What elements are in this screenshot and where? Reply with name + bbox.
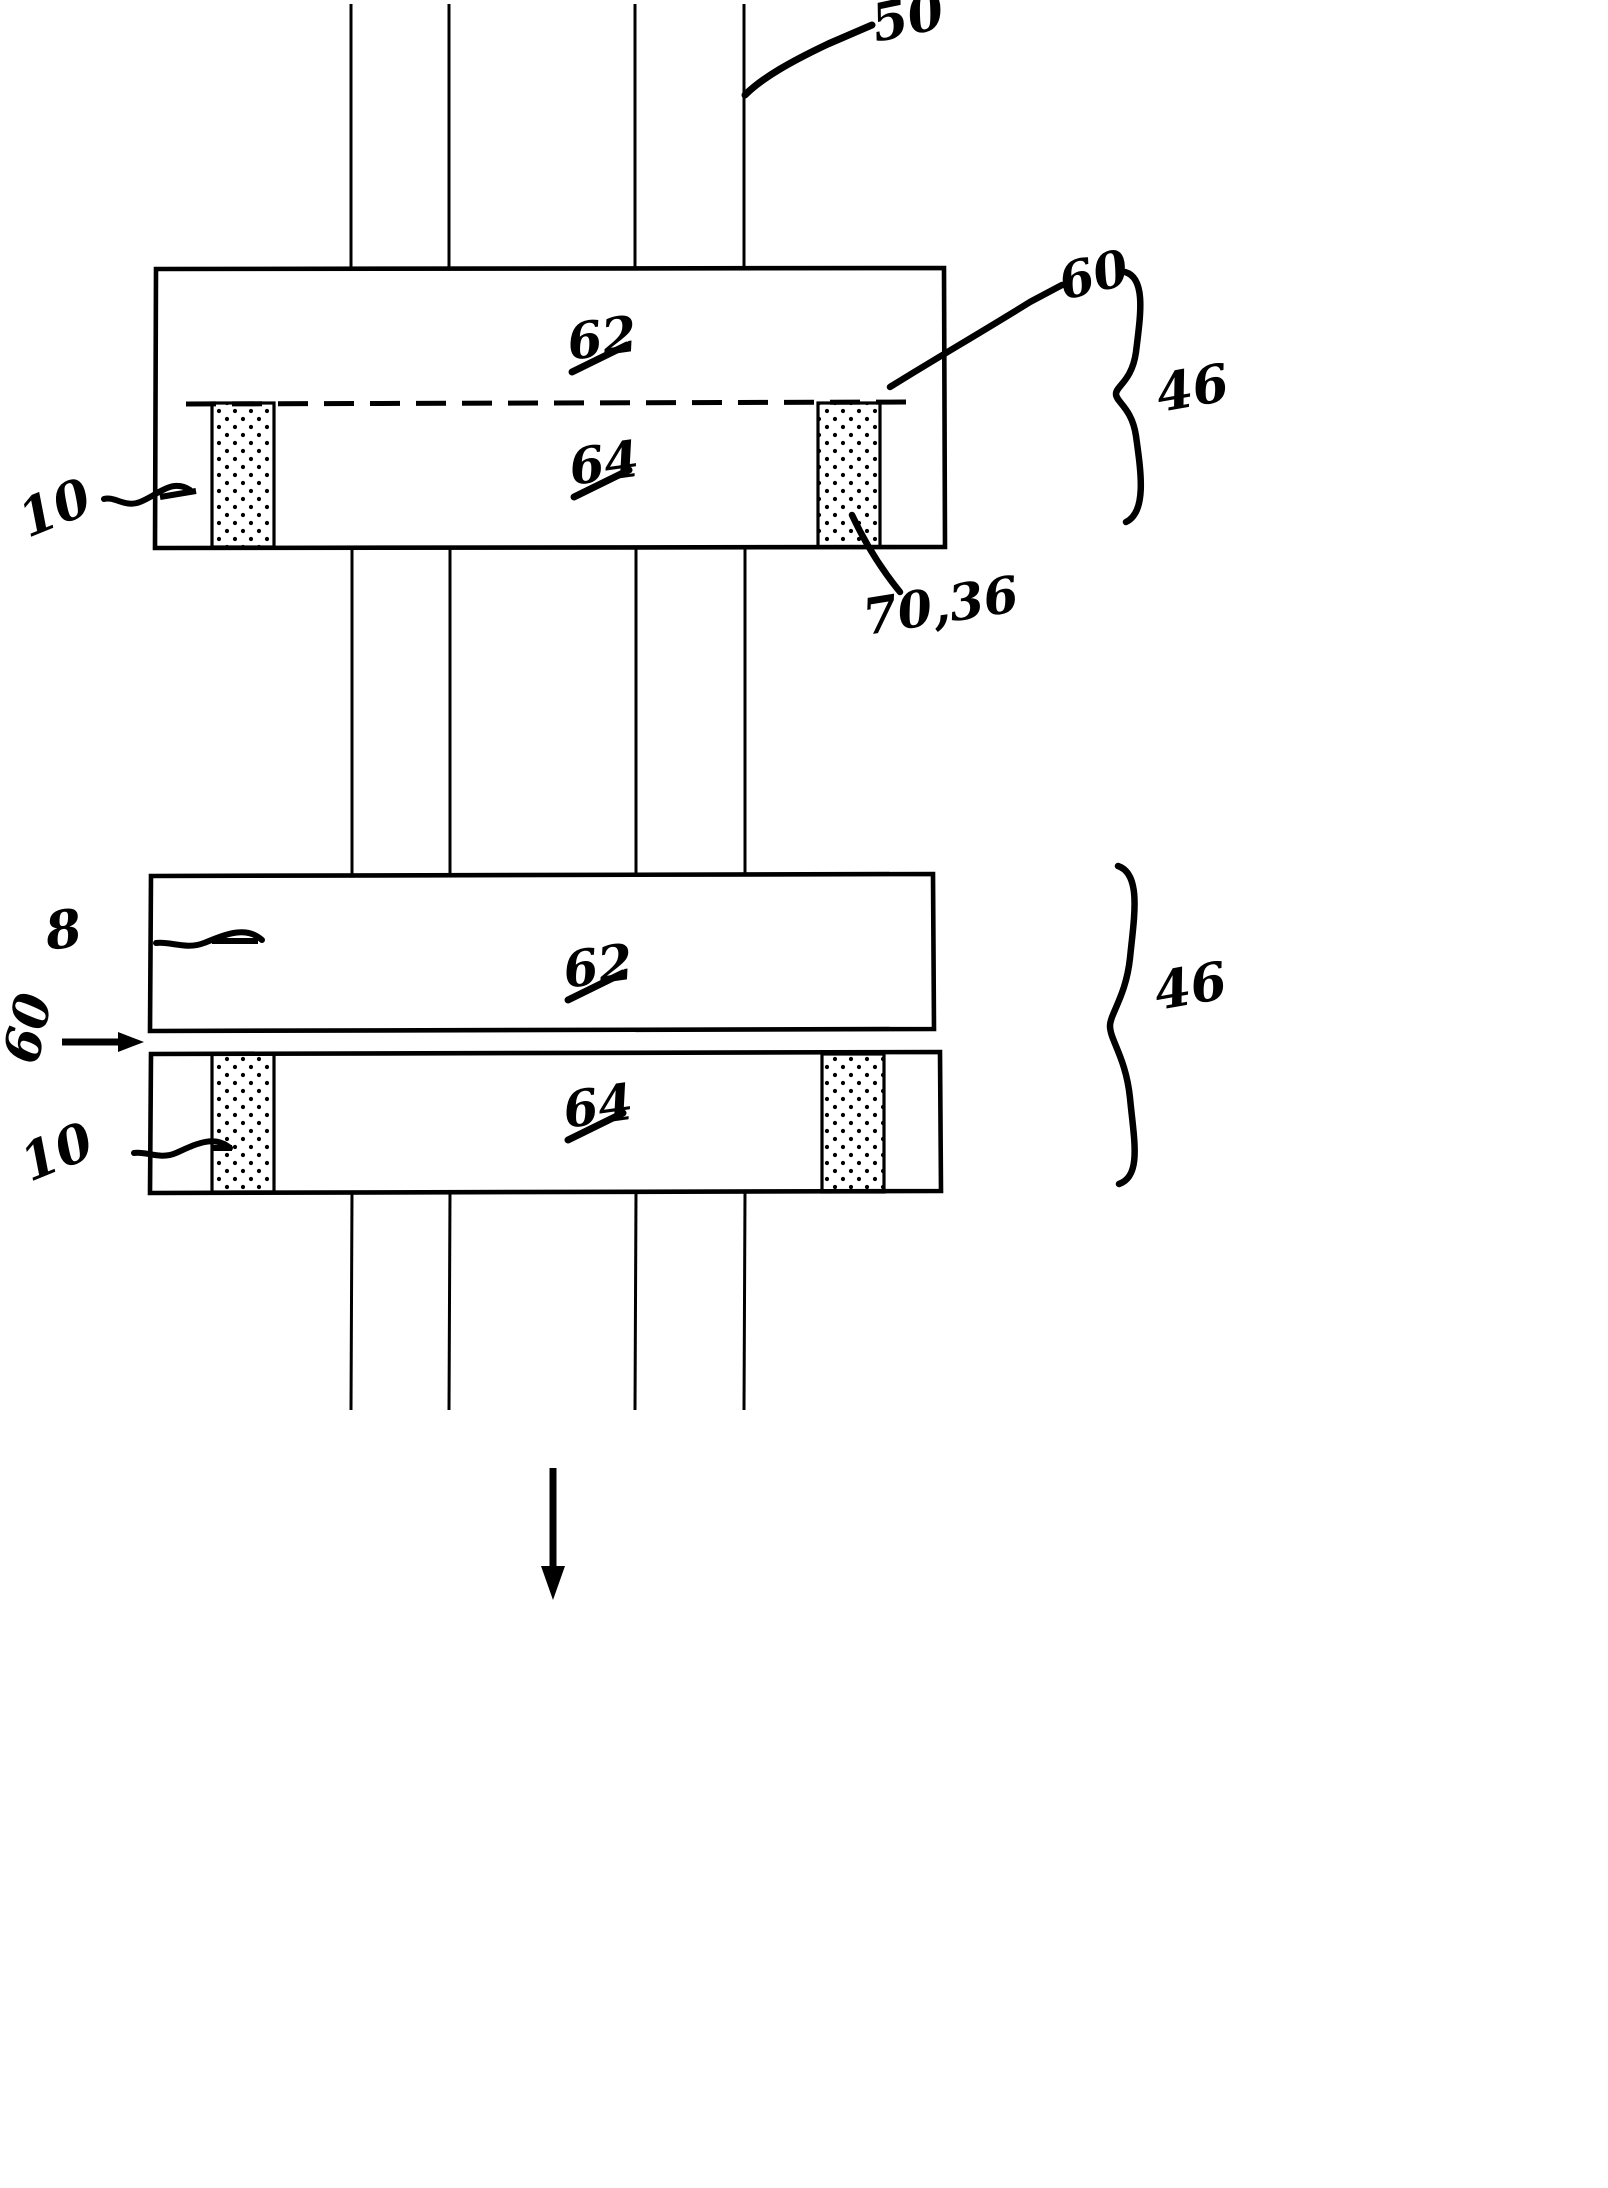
leader-line-10-bottom	[131, 1138, 233, 1159]
label-64-bottom: 64	[559, 1072, 636, 1140]
stipple-band-right-bottom	[822, 1054, 884, 1192]
vertical-filament-strands	[349, 4, 747, 1411]
leader-line-50	[741, 21, 876, 99]
underline-62-top	[568, 341, 631, 376]
leader-line-70-36	[848, 511, 904, 596]
upper-roller-body-outline	[152, 265, 948, 551]
upper-roller-pair	[152, 265, 948, 551]
label-8: 8	[40, 897, 85, 963]
strand-4-lower	[742, 1191, 747, 1411]
label-64-top: 64	[565, 429, 642, 497]
brace-46-top	[1112, 268, 1145, 526]
underline-64-top	[570, 466, 633, 501]
arrows	[62, 1032, 565, 1600]
strand-1-lower	[349, 1191, 354, 1411]
reference-underlines	[564, 341, 633, 1144]
stipple-band-right-top	[818, 403, 880, 547]
stipple-band-left-top	[212, 403, 274, 547]
stipple-band-left-bottom	[212, 1054, 274, 1192]
brace-group	[1106, 268, 1145, 1188]
leader-lines	[101, 21, 1066, 1159]
strand-3-lower	[633, 1191, 638, 1411]
downward-process-arrow	[541, 1468, 565, 1600]
lower-assembly-lower-roller-outline	[147, 1049, 944, 1196]
underline-62-bottom	[564, 969, 627, 1004]
label-62-top: 62	[563, 304, 640, 372]
nip-split-line-dashed-top	[185, 399, 923, 407]
leader-line-10-top	[101, 482, 193, 507]
gap-indicator-arrow	[62, 1032, 144, 1052]
leader-line-60-top	[886, 281, 1066, 391]
lower-roller-pair	[147, 871, 944, 1196]
leader-tick-marks	[159, 488, 258, 1151]
leader-tick-10-top	[159, 488, 197, 500]
strand-2-lower	[447, 1191, 452, 1411]
underline-64-bottom	[564, 1109, 627, 1144]
label-62-bottom: 62	[559, 932, 636, 1000]
label-46-top: 46	[1152, 352, 1234, 425]
label-46-bottom: 46	[1150, 950, 1232, 1023]
leader-line-8	[153, 929, 265, 949]
brace-46-bottom	[1106, 862, 1138, 1188]
lower-assembly-upper-roller-outline	[147, 871, 937, 1034]
